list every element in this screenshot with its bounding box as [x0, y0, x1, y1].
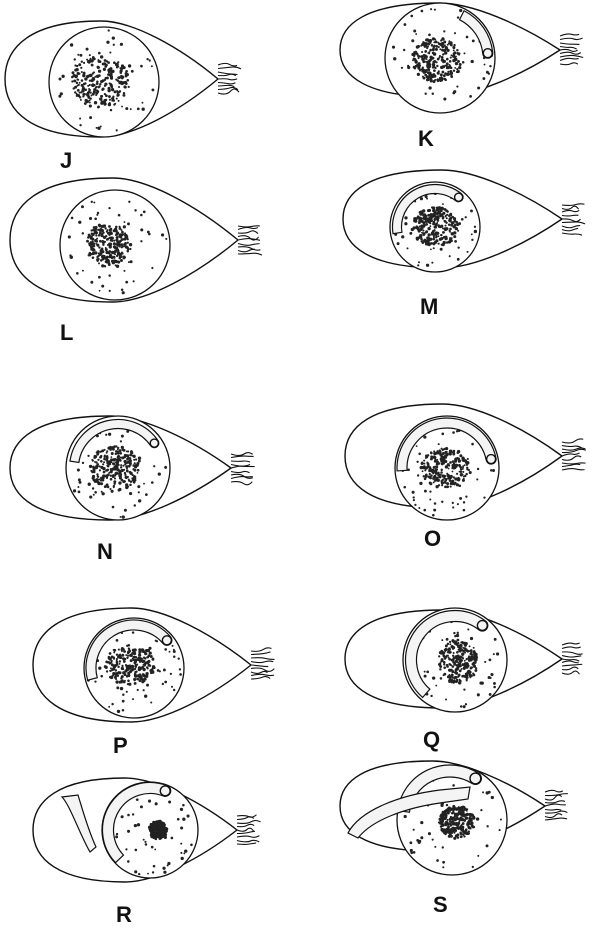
egg-p [33, 608, 274, 722]
stage-label-o: O [424, 528, 441, 550]
stage-label-q: Q [423, 729, 440, 751]
egg-r [33, 778, 261, 882]
egg-m [343, 170, 585, 272]
stage-label-r: R [116, 904, 132, 926]
stage-label-k: K [418, 128, 434, 150]
egg-j [5, 21, 241, 137]
stage-label-l: L [60, 322, 73, 344]
stage-label-p: P [113, 735, 128, 757]
stage-label-n: N [97, 541, 113, 563]
egg-o [345, 404, 586, 520]
stage-label-j: J [60, 150, 72, 172]
egg-n [10, 416, 255, 520]
egg-k [340, 3, 583, 113]
stage-label-s: S [433, 894, 448, 916]
egg-q [345, 608, 583, 712]
egg-l [10, 178, 262, 302]
stage-label-m: M [420, 296, 438, 318]
